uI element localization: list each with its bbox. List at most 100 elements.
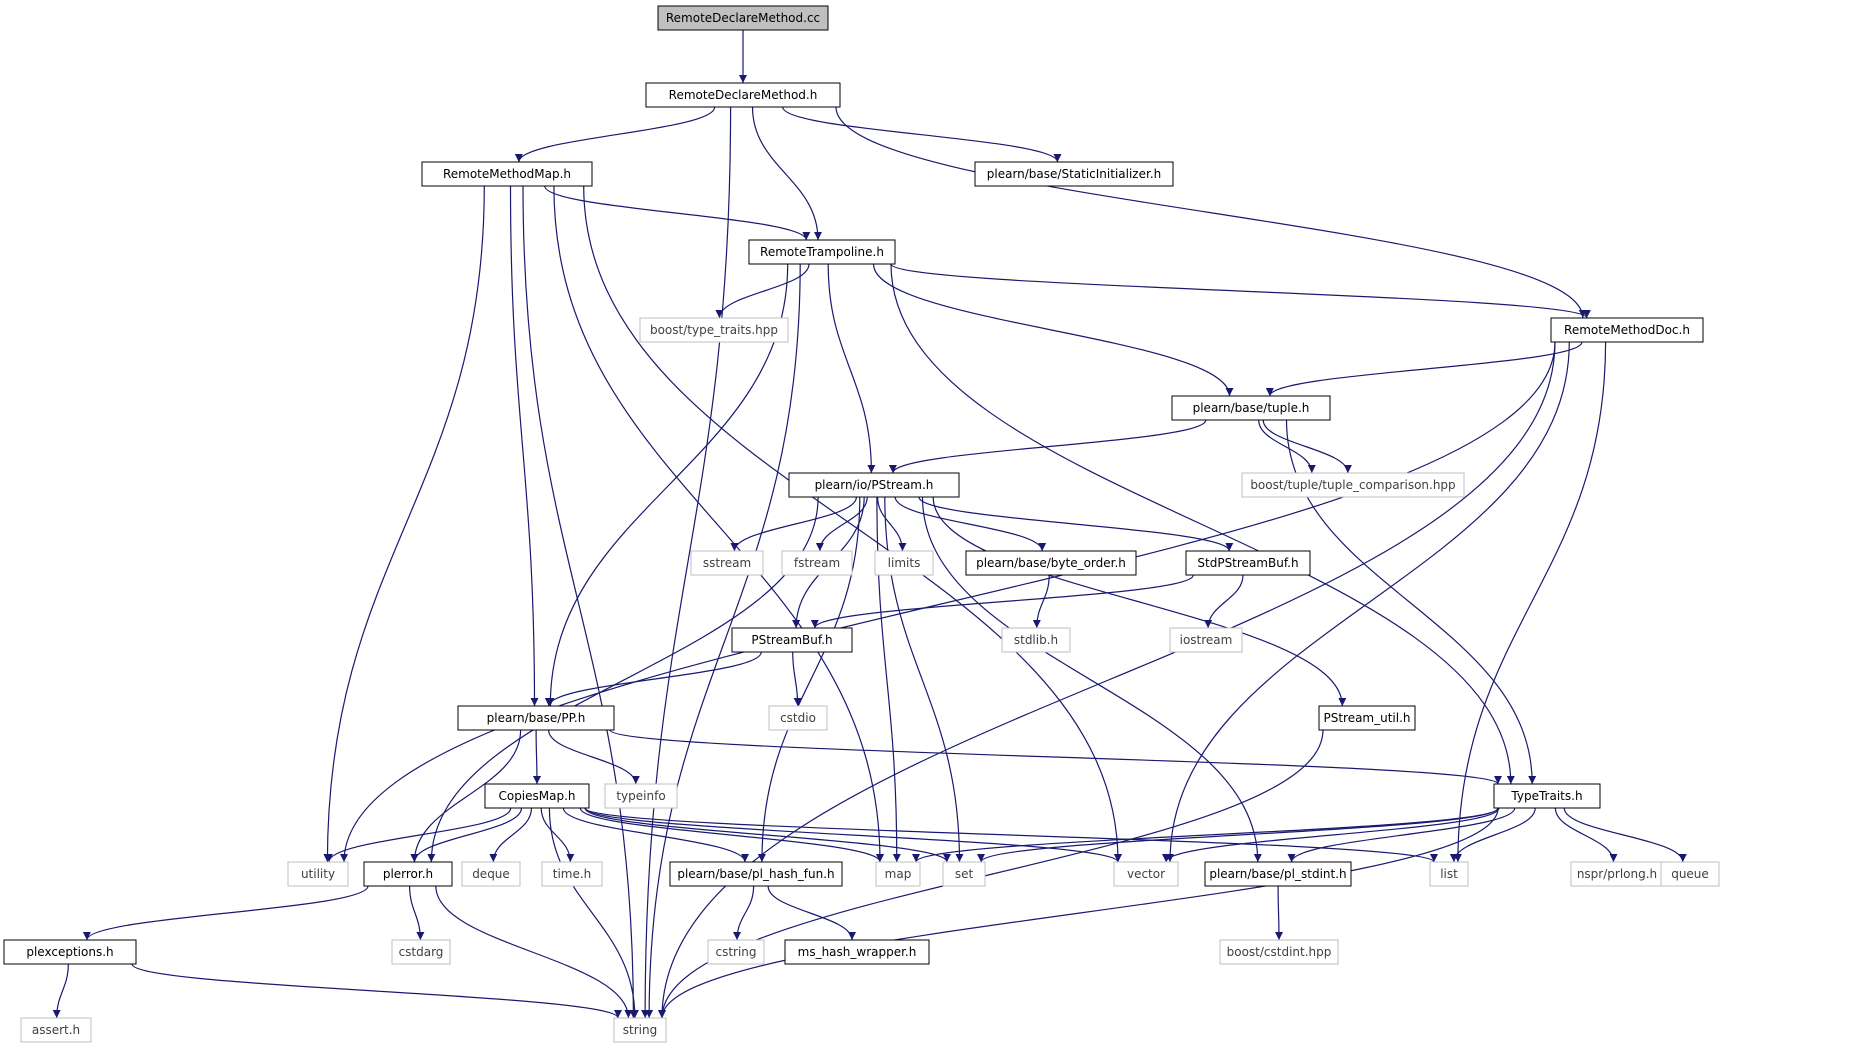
node-box-btupc: [1241, 472, 1465, 498]
node-label-mshash: ms_hash_wrapper.h: [798, 945, 917, 959]
node-pstream[interactable]: plearn/io/PStream.h: [788, 472, 960, 498]
edge-plexc-to-assert: [52, 963, 69, 1019]
edge-copies-to-timeh: [540, 807, 575, 863]
node-assert: assert.h: [20, 1017, 92, 1043]
node-rmm[interactable]: RemoteMethodMap.h: [421, 161, 593, 187]
edge-rmm-to-rt: [544, 185, 811, 241]
node-box-cstdio: [768, 705, 828, 731]
node-label-pp: plearn/base/PP.h: [487, 711, 586, 725]
node-label-stdps: StdPStreamBuf.h: [1197, 556, 1298, 570]
edge-copies-to-hashfun: [562, 807, 749, 863]
node-utility: utility: [287, 861, 349, 887]
edge-pp-to-typeinfo: [548, 729, 640, 785]
edge-rmm-to-string: [522, 185, 638, 1019]
node-copies[interactable]: CopiesMap.h: [484, 783, 590, 809]
node-psutil[interactable]: PStream_util.h: [1318, 705, 1416, 731]
node-label-rdm: RemoteDeclareMethod.h: [669, 88, 818, 102]
edge-copies-to-deque: [489, 807, 533, 863]
edge-traits-to-string: [658, 807, 1499, 1019]
node-box-psbuf: [731, 627, 853, 653]
edge-rmm-to-utility: [323, 185, 485, 863]
node-box-cstdarg: [391, 939, 451, 965]
node-vector: vector: [1113, 861, 1179, 887]
node-label-list: list: [1440, 867, 1458, 881]
node-rmd[interactable]: RemoteMethodDoc.h: [1550, 317, 1704, 343]
edge-rdm-to-rmm: [514, 106, 716, 163]
node-plexc[interactable]: plexceptions.h: [3, 939, 137, 965]
node-stdps[interactable]: StdPStreamBuf.h: [1185, 550, 1311, 576]
node-box-queue: [1660, 861, 1720, 887]
node-tuple[interactable]: plearn/base/tuple.h: [1171, 395, 1331, 421]
node-box-si: [974, 161, 1174, 187]
node-psbuf[interactable]: PStreamBuf.h: [731, 627, 853, 653]
edge-stdint-to-bcstdint: [1274, 885, 1283, 941]
node-label-set: set: [955, 867, 974, 881]
node-label-cstdarg: cstdarg: [399, 945, 444, 959]
node-pp[interactable]: plearn/base/PP.h: [457, 705, 615, 731]
node-label-map: map: [885, 867, 912, 881]
edge-pstream-to-stdps: [918, 496, 1234, 552]
edge-psbuf-to-cstdio: [792, 651, 802, 707]
edge-rmm-to-pp: [509, 185, 539, 707]
edge-hashfun-to-mshash: [767, 885, 856, 941]
node-label-pstream: plearn/io/PStream.h: [815, 478, 934, 492]
edge-rt-to-tuple: [872, 263, 1234, 397]
edge-pstream-to-hashfun: [757, 496, 861, 863]
node-label-rmd: RemoteMethodDoc.h: [1564, 323, 1690, 337]
edge-rdm-to-string: [641, 106, 732, 1019]
edge-pstream-to-psutil: [932, 496, 1347, 707]
node-fstream: fstream: [781, 550, 853, 576]
node-box-limits: [874, 550, 934, 576]
node-mshash[interactable]: ms_hash_wrapper.h: [784, 939, 930, 965]
node-box-iostream: [1169, 627, 1243, 653]
edge-copies-to-vector: [584, 807, 1122, 863]
node-timeh: time.h: [541, 861, 603, 887]
node-label-si: plearn/base/StaticInitializer.h: [987, 167, 1162, 181]
edge-rmd-to-vector: [1166, 341, 1570, 863]
node-si[interactable]: plearn/base/StaticInitializer.h: [974, 161, 1174, 187]
node-box-root: [657, 5, 829, 31]
edge-psutil-to-string: [658, 729, 1324, 1019]
node-label-byteorder: plearn/base/byte_order.h: [976, 556, 1126, 570]
node-label-plexc: plexceptions.h: [26, 945, 113, 959]
node-label-utility: utility: [301, 867, 335, 881]
edge-copies-to-string: [548, 807, 639, 1019]
node-queue: queue: [1660, 861, 1720, 887]
node-box-fstream: [781, 550, 853, 576]
edge-byteorder-to-stdlib: [1032, 574, 1050, 629]
node-label-limits: limits: [888, 556, 921, 570]
node-byteorder[interactable]: plearn/base/byte_order.h: [965, 550, 1137, 576]
node-label-timeh: time.h: [553, 867, 592, 881]
node-rdm[interactable]: RemoteDeclareMethod.h: [645, 82, 841, 108]
node-label-psbuf: PStreamBuf.h: [751, 633, 832, 647]
node-stdint[interactable]: plearn/base/pl_stdint.h: [1204, 861, 1352, 887]
node-cstdio: cstdio: [768, 705, 828, 731]
node-hashfun[interactable]: plearn/base/pl_hash_fun.h: [669, 861, 843, 887]
node-box-set: [942, 861, 986, 887]
node-rt[interactable]: RemoteTrampoline.h: [748, 239, 896, 265]
edge-traits-to-vector: [1162, 807, 1500, 863]
node-box-prlong: [1570, 861, 1664, 887]
node-typeinfo: typeinfo: [604, 783, 678, 809]
edge-tuple-to-pstream: [889, 419, 1207, 474]
node-box-stdps: [1185, 550, 1311, 576]
node-label-string: string: [623, 1023, 657, 1037]
node-plerror[interactable]: plerror.h: [363, 861, 453, 887]
node-box-psutil: [1318, 705, 1416, 731]
edge-tuple-to-btup: [1258, 419, 1316, 474]
node-root[interactable]: RemoteDeclareMethod.cc: [657, 5, 829, 31]
node-label-iostream: iostream: [1180, 633, 1233, 647]
edge-pp-to-plerror: [410, 729, 522, 863]
node-label-hashfun: plearn/base/pl_hash_fun.h: [677, 867, 834, 881]
edge-traits-to-map: [912, 807, 1499, 863]
node-box-pp: [457, 705, 615, 731]
edge-rt-to-rmd: [890, 263, 1591, 319]
node-btt: boost/type_traits.hpp: [639, 317, 789, 343]
node-traits[interactable]: TypeTraits.h: [1493, 783, 1601, 809]
node-box-timeh: [541, 861, 603, 887]
node-bcstdint: boost/cstdint.hpp: [1219, 939, 1339, 965]
edge-psbuf-to-pp: [544, 651, 762, 707]
node-label-stdlib: stdlib.h: [1014, 633, 1058, 647]
node-box-stdint: [1204, 861, 1352, 887]
node-box-string: [613, 1017, 667, 1043]
